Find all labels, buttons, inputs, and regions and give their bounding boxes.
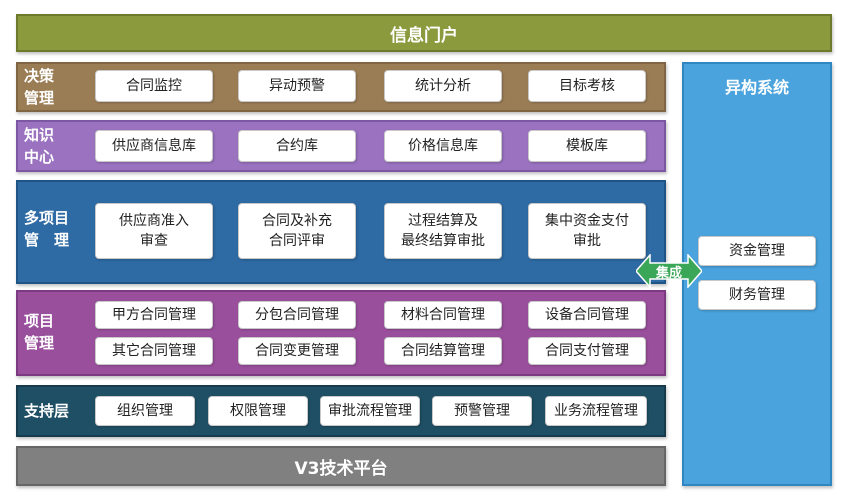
warning-management-box: 预警管理 bbox=[432, 396, 532, 426]
contract-review-box: 合同及补充 合同评审 bbox=[238, 203, 356, 259]
permission-management-box: 权限管理 bbox=[208, 396, 308, 426]
project-management-layer: 项目 管理 甲方合同管理 分包合同管理 材料合同管理 设备合同管理 其它合同管理… bbox=[16, 290, 666, 376]
supplier-library-box: 供应商信息库 bbox=[95, 130, 213, 162]
anomaly-warning-box: 异动预警 bbox=[238, 70, 356, 102]
supplier-admission-box: 供应商准入 审查 bbox=[95, 203, 213, 259]
info-portal-bar: 信息门户 bbox=[16, 14, 832, 52]
material-contract-box: 材料合同管理 bbox=[384, 301, 502, 329]
knowledge-center-layer: 知识 中心 供应商信息库 合约库 价格信息库 模板库 bbox=[16, 120, 666, 172]
approval-workflow-box: 审批流程管理 bbox=[320, 396, 420, 426]
finance-management-box: 财务管理 bbox=[698, 280, 816, 310]
equipment-contract-box: 设备合同管理 bbox=[528, 301, 646, 329]
project-management-title: 项目 管理 bbox=[24, 312, 55, 352]
support-layer-title: 支持层 bbox=[24, 402, 70, 420]
template-library-box: 模板库 bbox=[528, 130, 646, 162]
price-library-box: 价格信息库 bbox=[384, 130, 502, 162]
target-assessment-box: 目标考核 bbox=[528, 70, 646, 102]
info-portal-label: 信息门户 bbox=[390, 25, 458, 46]
subcontract-box: 分包合同管理 bbox=[238, 301, 356, 329]
owner-contract-box: 甲方合同管理 bbox=[95, 301, 213, 329]
business-workflow-box: 业务流程管理 bbox=[545, 396, 647, 426]
other-contract-box: 其它合同管理 bbox=[95, 337, 213, 365]
contract-settlement-box: 合同结算管理 bbox=[384, 337, 502, 365]
fund-payment-approval-box: 集中资金支付 审批 bbox=[528, 203, 646, 259]
contract-change-box: 合同变更管理 bbox=[238, 337, 356, 365]
contract-payment-box: 合同支付管理 bbox=[528, 337, 646, 365]
decision-management-title: 决策 管理 bbox=[24, 67, 55, 107]
knowledge-center-title: 知识 中心 bbox=[24, 126, 55, 166]
decision-management-layer: 决策 管理 合同监控 异动预警 统计分析 目标考核 bbox=[16, 62, 666, 112]
multi-project-management-title: 多项目 管 理 bbox=[24, 209, 70, 249]
contract-monitoring-box: 合同监控 bbox=[95, 70, 213, 102]
support-layer: 支持层 组织管理 权限管理 审批流程管理 预警管理 业务流程管理 bbox=[16, 385, 666, 437]
statistical-analysis-box: 统计分析 bbox=[384, 70, 502, 102]
settlement-approval-box: 过程结算及 最终结算审批 bbox=[384, 203, 502, 259]
fund-management-box: 资金管理 bbox=[698, 236, 816, 266]
multi-project-management-layer: 多项目 管 理 供应商准入 审查 合同及补充 合同评审 过程结算及 最终结算审批… bbox=[16, 180, 666, 284]
integration-double-arrow-icon bbox=[636, 254, 702, 288]
v3-platform-label: V3技术平台 bbox=[294, 458, 388, 479]
heterogeneous-systems-title: 异构系统 bbox=[724, 78, 789, 97]
organization-management-box: 组织管理 bbox=[95, 396, 195, 426]
heterogeneous-systems-panel: 异构系统 资金管理 财务管理 bbox=[682, 62, 832, 486]
contract-library-box: 合约库 bbox=[238, 130, 356, 162]
integration-label: 集成 bbox=[655, 265, 682, 281]
v3-platform-bar: V3技术平台 bbox=[16, 446, 666, 486]
